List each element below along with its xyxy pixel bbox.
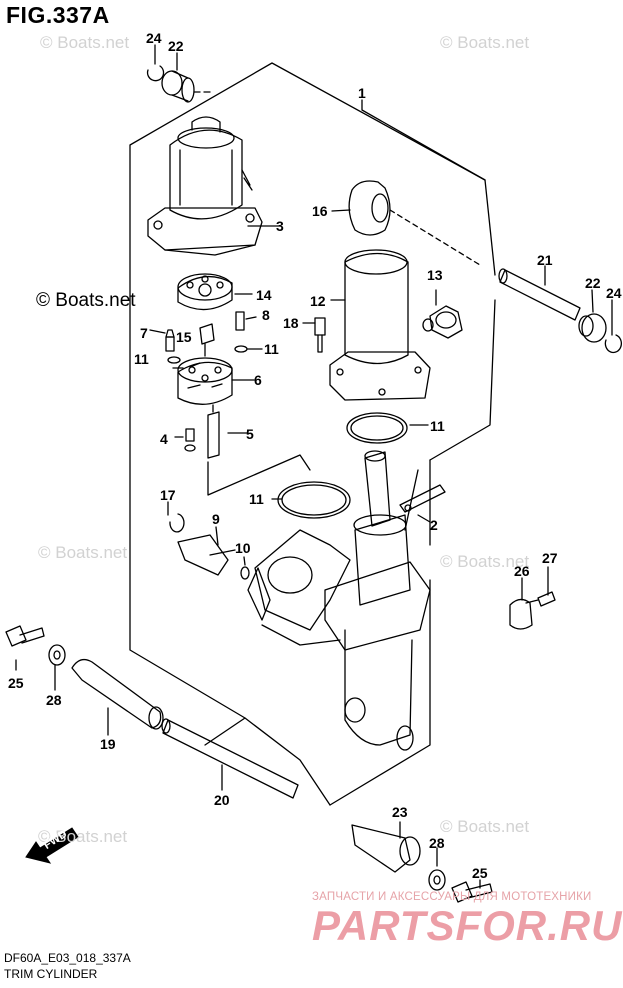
callout-11b: 11	[264, 341, 279, 357]
callout-18: 18	[283, 315, 299, 331]
callout-19: 19	[100, 736, 116, 752]
callout-7: 7	[140, 325, 148, 341]
callout-5: 5	[246, 426, 254, 442]
callout-9: 9	[212, 511, 220, 527]
snap-ring-24-top	[146, 65, 165, 82]
callout-21: 21	[537, 252, 553, 268]
callout-11d: 11	[249, 491, 264, 507]
cylinder-housing	[254, 529, 351, 631]
callout-8: 8	[262, 307, 270, 323]
callout-22b: 22	[585, 275, 601, 291]
watermark-boats-2: © Boats.net	[440, 33, 530, 52]
callout-26: 26	[514, 563, 530, 579]
callout-24b: 24	[606, 285, 622, 301]
o-ring-11-large	[346, 412, 408, 444]
reservoir-12	[344, 252, 409, 365]
callout-3: 3	[276, 218, 284, 234]
brand-watermark: PARTSFOR.RU	[312, 902, 623, 949]
callout-14: 14	[256, 287, 272, 303]
callout-17: 17	[160, 487, 176, 503]
callout-20: 20	[214, 792, 230, 808]
callout-24a: 24	[146, 30, 162, 46]
figure-name: TRIM CYLINDER	[4, 967, 98, 981]
callout-11a: 11	[134, 351, 149, 367]
callout-4: 4	[160, 431, 168, 447]
callout-16: 16	[312, 203, 328, 219]
pump-body	[177, 361, 233, 405]
callout-1: 1	[358, 85, 366, 101]
watermark-boats-5: © Boats.net	[440, 552, 530, 571]
callout-2: 2	[430, 517, 438, 533]
callout-10: 10	[235, 540, 251, 556]
callout-27: 27	[542, 550, 558, 566]
fwd-arrow	[25, 827, 79, 864]
callout-25b: 25	[472, 865, 488, 881]
cushion-16	[348, 180, 391, 236]
watermark-boats-7: © Boats.net	[440, 817, 530, 836]
callout-23: 23	[392, 804, 408, 820]
callout-22a: 22	[168, 38, 184, 54]
model-code: DF60A_E03_018_337A	[4, 951, 131, 965]
callout-25a: 25	[8, 675, 24, 691]
callout-28b: 28	[429, 835, 445, 851]
callout-11c: 11	[430, 418, 445, 434]
callout-13: 13	[427, 267, 443, 283]
callout-15: 15	[176, 329, 192, 345]
figure-title: FIG.337A	[6, 2, 110, 28]
promo-text: ЗАПЧАСТИ И АКСЕССУАРЫ ДЛЯ МОТОТЕХНИКИ	[312, 891, 592, 903]
watermark-boats-1: © Boats.net	[40, 33, 130, 52]
callout-28a: 28	[46, 692, 62, 708]
watermark-boats-6: © Boats.net	[38, 827, 128, 846]
assembly-frame	[129, 62, 496, 806]
callout-6: 6	[254, 372, 262, 388]
watermark-boats-3: © Boats.net	[36, 290, 136, 311]
watermark-boats-4: © Boats.net	[38, 543, 128, 562]
trim-motor	[169, 129, 243, 220]
callout-12: 12	[310, 293, 326, 309]
gear-pump-plate	[177, 276, 233, 311]
